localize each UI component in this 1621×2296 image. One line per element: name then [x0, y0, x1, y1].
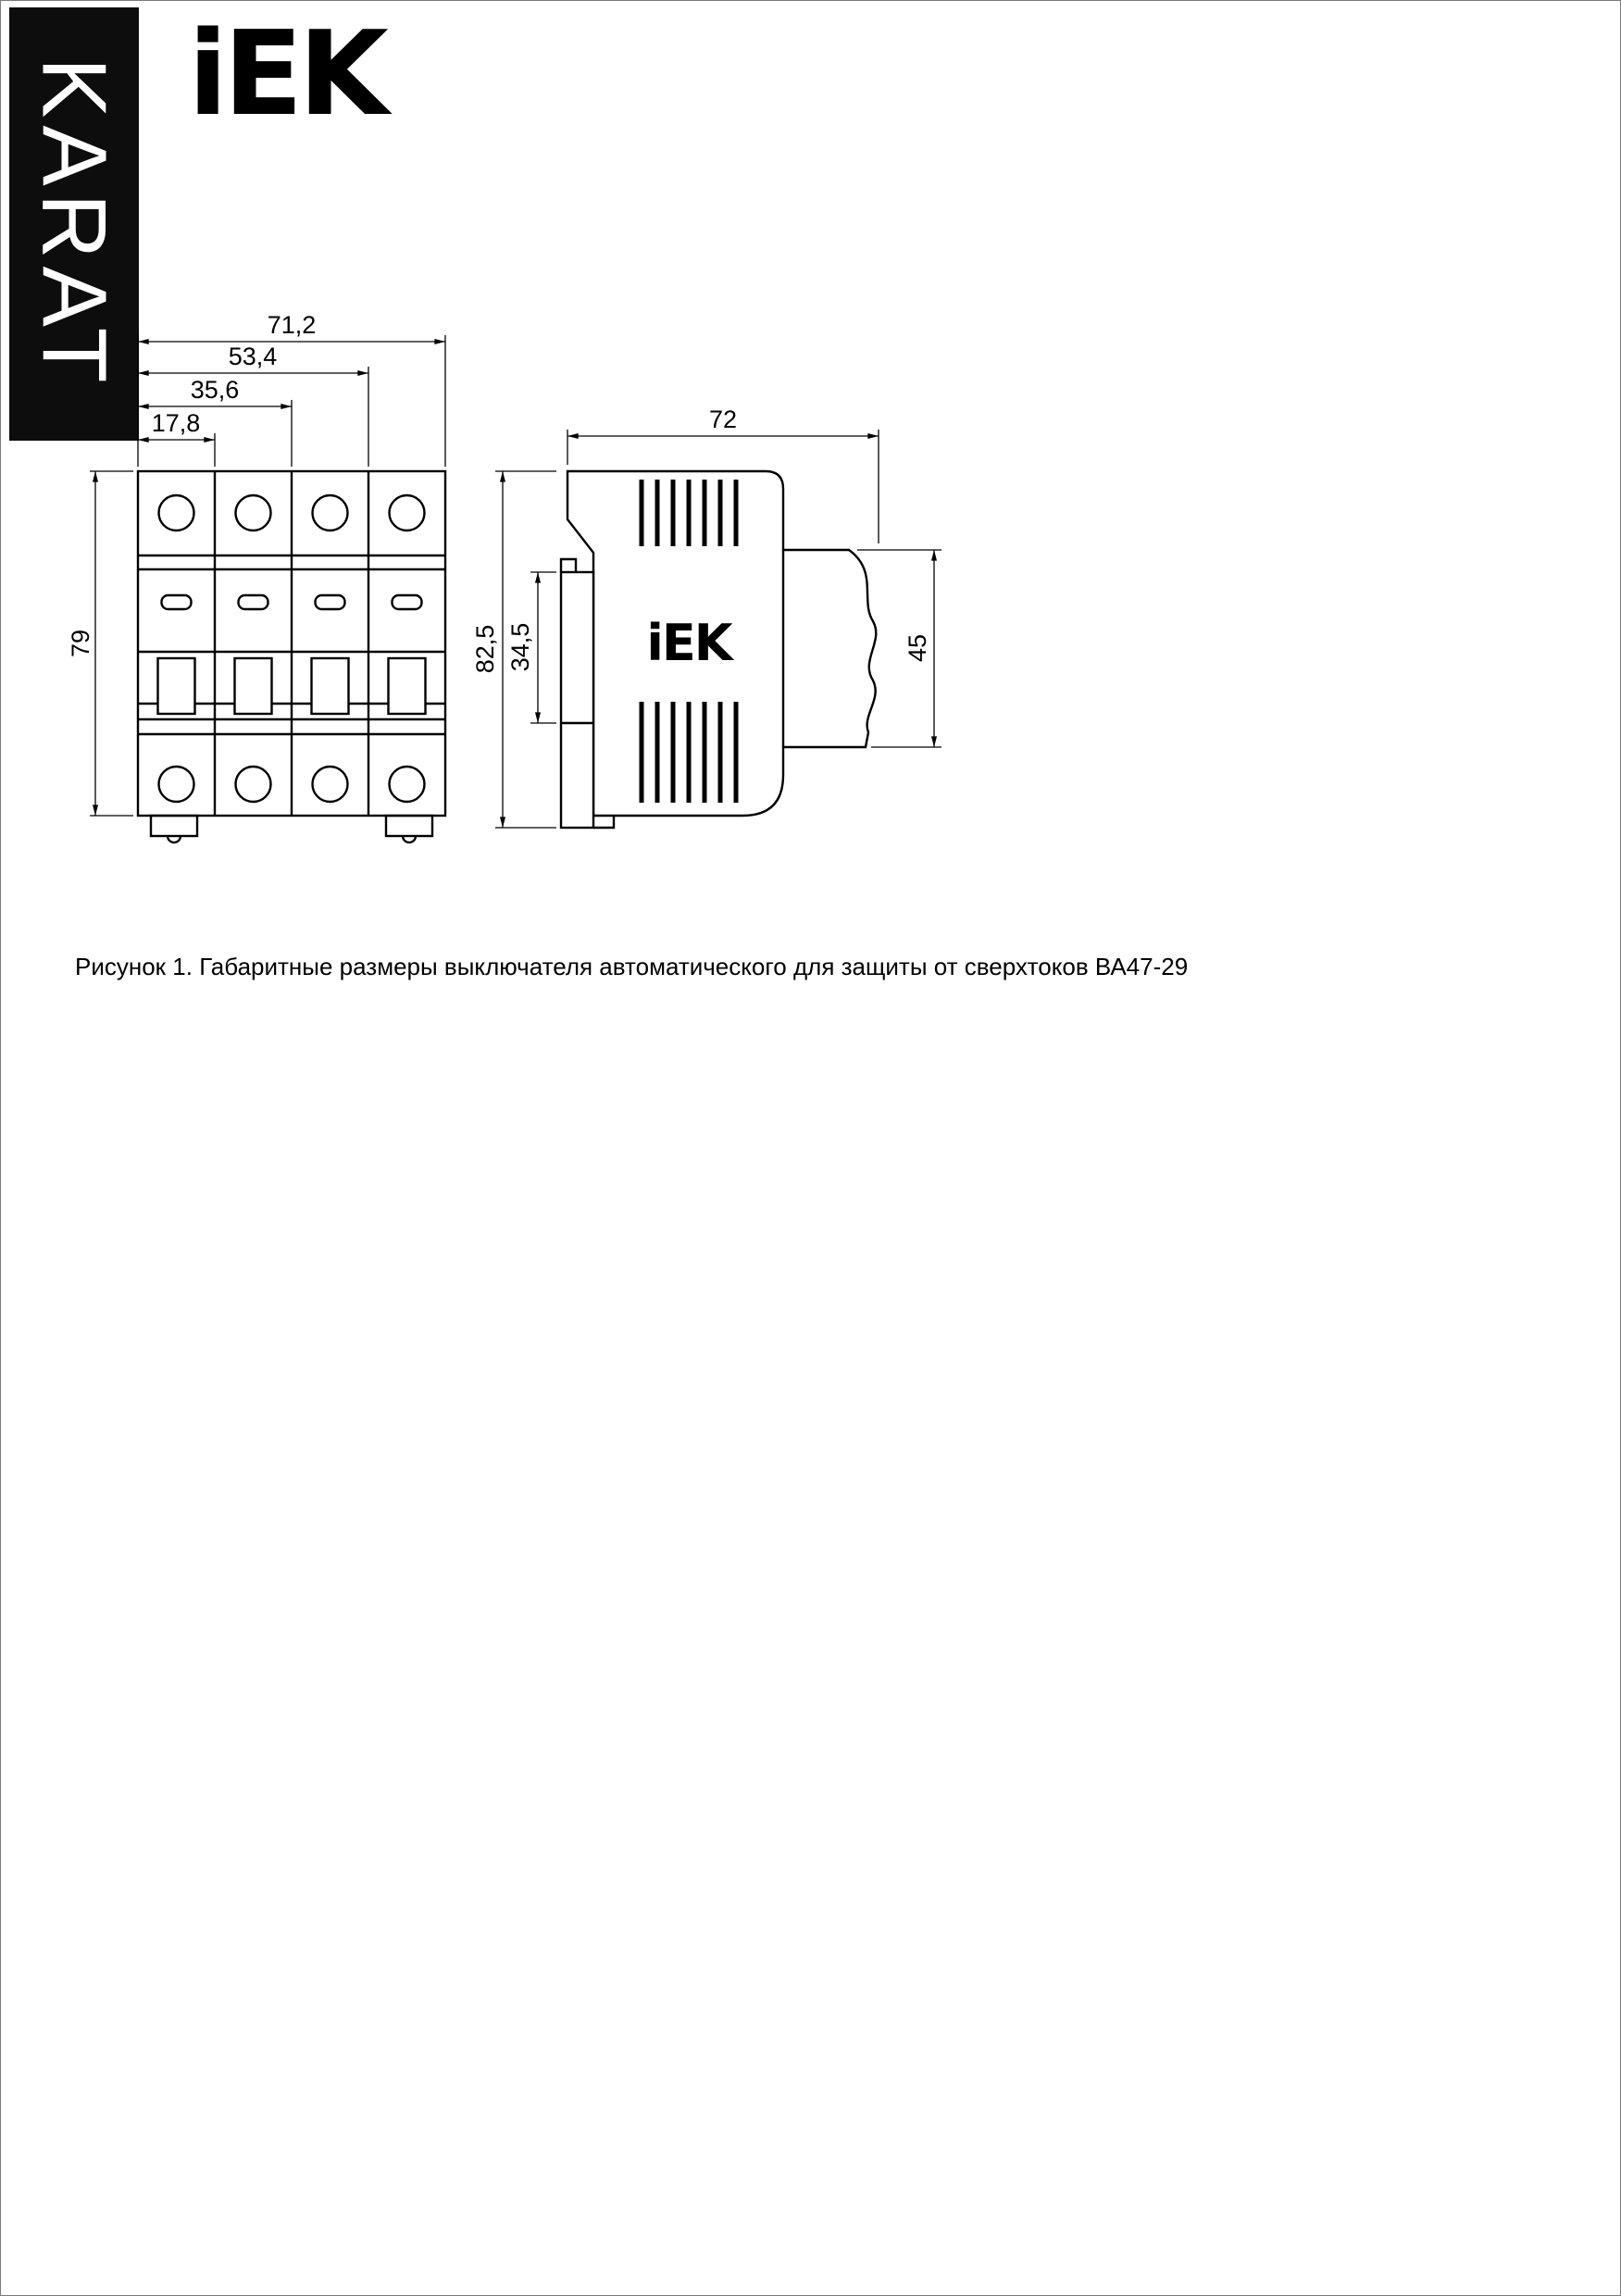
side-dim-din-zone-label: 34,5 — [506, 623, 534, 672]
front-view-body — [136, 469, 447, 817]
karat-banner: KARAT — [9, 7, 139, 441]
front-dim-1mod-width-label: 17,8 — [152, 409, 201, 437]
toggle-handles — [156, 656, 427, 716]
indicator-windows — [160, 593, 423, 611]
terminal-screws-bottom — [157, 765, 426, 804]
front-dim-total-width-label: 71,2 — [268, 311, 317, 339]
side-view-body — [559, 469, 878, 830]
figure-caption: Рисунок 1. Габаритные размеры выключател… — [75, 953, 1189, 980]
side-view: iEK 72 82,5 34,5 45 — [471, 406, 941, 830]
side-dim-width-label: 72 — [709, 406, 737, 433]
front-dim-height-label: 79 — [67, 630, 94, 657]
din-clips — [149, 814, 434, 844]
front-view-dimensions: 71,2 53,4 35,6 17,8 79 — [67, 311, 446, 817]
side-dim-terminal-height-label: 45 — [904, 634, 931, 662]
karat-label: KARAT — [23, 57, 126, 391]
iek-logo: iEK — [188, 6, 389, 142]
front-view: 71,2 53,4 35,6 17,8 79 — [67, 311, 447, 844]
ventilation-slots-bottom — [639, 702, 739, 803]
terminal-screws-top — [157, 493, 426, 532]
front-dim-3mod-width-label: 53,4 — [229, 343, 278, 370]
ventilation-slots-top — [639, 480, 739, 546]
embossed-iek-logo: iEK — [646, 614, 734, 672]
side-view-dimensions: 72 82,5 34,5 45 — [471, 406, 941, 829]
dimension-drawing: 71,2 53,4 35,6 17,8 79 — [67, 311, 941, 844]
front-dim-2mod-width-label: 35,6 — [191, 376, 240, 404]
side-dim-height-label: 82,5 — [471, 625, 499, 674]
